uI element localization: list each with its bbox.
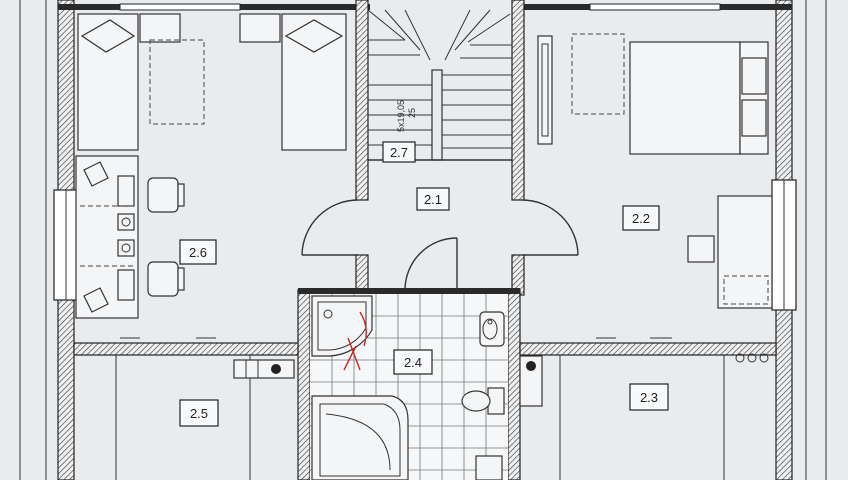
chair-desk-bottom <box>83 287 109 313</box>
room-2-6-furniture <box>75 13 347 319</box>
stool-right <box>687 235 715 263</box>
lower-rooms-details <box>115 337 769 480</box>
room-labels: 2.7 2.1 2.2 2.6 2.4 2.5 2.3 <box>179 141 669 427</box>
door-arc-bathroom <box>404 237 458 291</box>
corner-bathtub <box>311 395 409 480</box>
room-label-2-4: 2.4 <box>404 355 422 370</box>
stair-wall-left <box>355 0 369 201</box>
bath-cabinet <box>475 455 503 480</box>
office-chair-bottom <box>147 261 179 297</box>
pillow-double-top <box>741 57 767 95</box>
pillow-double-bottom <box>741 99 767 137</box>
interior-walls <box>73 0 777 480</box>
room-label-2-6: 2.6 <box>189 245 207 260</box>
chair-desk-top <box>83 161 109 187</box>
shower-drain <box>323 309 333 319</box>
room-label-2-7: 2.7 <box>390 145 408 160</box>
wardrobe-slim <box>537 35 553 145</box>
stair-spec-riser: 5x19,05 <box>396 100 406 132</box>
pillow-right <box>284 19 344 53</box>
fixture-circle-2 <box>747 353 757 363</box>
stair-spec-tread: 25 <box>407 108 417 118</box>
fixture-circle-3 <box>759 353 769 363</box>
fixture-circle-1 <box>735 353 745 363</box>
room-label-2-3: 2.3 <box>640 390 658 405</box>
bath-wall-right <box>507 289 521 480</box>
outlet-left <box>271 364 281 374</box>
monitor-bottom <box>117 269 135 301</box>
monitor-top <box>117 175 135 207</box>
door-arc-hall-right <box>521 199 579 256</box>
window-top-left <box>119 3 241 11</box>
door-arc-hall-left <box>301 199 359 256</box>
outlet-right <box>526 361 536 371</box>
nightstand-right <box>239 13 281 43</box>
rug-right <box>571 33 625 115</box>
nightstand-left <box>139 13 181 43</box>
lamp-top <box>117 213 135 231</box>
room-2-2-furniture <box>537 33 773 309</box>
utility-panel-right <box>519 355 543 407</box>
desk-right <box>717 195 773 309</box>
partition-wall-right <box>519 342 777 356</box>
double-bed <box>629 41 741 155</box>
partition-wall-left <box>73 342 299 356</box>
staircase: 5x19,05 25 <box>367 9 512 161</box>
bathroom-fixtures <box>311 295 505 480</box>
lamp-bottom <box>117 239 135 257</box>
utility-panel-left <box>233 359 295 379</box>
room-label-2-5: 2.5 <box>190 406 208 421</box>
window-top-right <box>589 3 721 11</box>
red-annotation-mark <box>343 337 361 371</box>
pillow-left <box>80 19 136 53</box>
hall-door-arcs <box>301 199 579 291</box>
room-label-2-2: 2.2 <box>632 211 650 226</box>
office-chair-top <box>147 177 179 213</box>
rug-left <box>149 39 205 125</box>
room-label-2-1: 2.1 <box>424 192 442 207</box>
stair-wall-right <box>511 0 525 201</box>
bath-wall-left <box>297 289 311 480</box>
washbasin <box>479 311 505 347</box>
toilet-bowl <box>461 390 491 412</box>
bath-wall-top <box>298 288 520 294</box>
